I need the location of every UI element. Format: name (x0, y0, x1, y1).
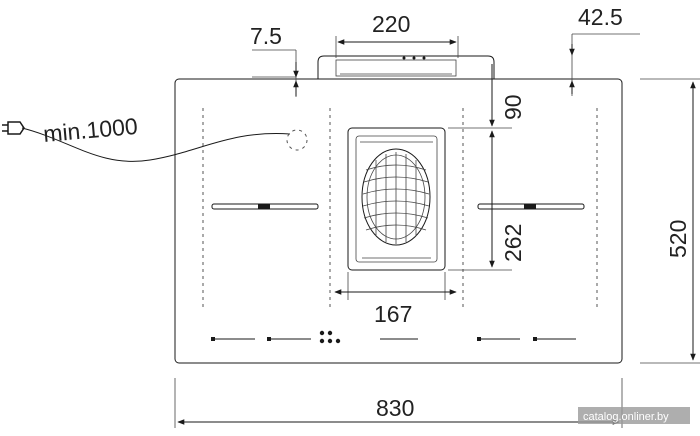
plug-icon (2, 121, 25, 135)
dim-total-depth (640, 78, 700, 364)
dim-total-depth-label: 520 (665, 220, 691, 258)
dim-duct-width-label: 220 (372, 11, 410, 37)
center-vent (347, 127, 446, 271)
fan-grille-icon (361, 148, 431, 246)
dim-vent-width-label: 167 (374, 301, 412, 327)
hob-outline (174, 78, 623, 364)
bridge-bar-right (477, 203, 585, 210)
dim-duct-width (335, 36, 459, 58)
power-cable (21, 127, 308, 162)
dim-vent-width (334, 272, 457, 300)
dim-depth-to-vent-label: 90 (500, 94, 526, 120)
watermark-bg (578, 407, 690, 424)
power-button-icon (319, 330, 341, 344)
dim-top-offset-label: 7.5 (250, 23, 282, 49)
cable-length-label: min.1000 (42, 113, 139, 147)
dim-top-offset (252, 49, 299, 97)
dim-total-width-label: 830 (376, 395, 414, 421)
bridge-bar-left (211, 203, 319, 210)
dim-vent-height (448, 130, 512, 271)
dim-vent-height-label: 262 (500, 224, 526, 262)
watermark: catalog.onliner.by (583, 411, 669, 423)
control-strip (211, 337, 576, 341)
dim-right-offset-label: 42.5 (578, 4, 623, 30)
dim-right-offset (569, 33, 640, 96)
duct-connector (317, 55, 495, 79)
dim-depth-to-vent (448, 64, 512, 129)
cooking-zone-lines (202, 108, 598, 310)
